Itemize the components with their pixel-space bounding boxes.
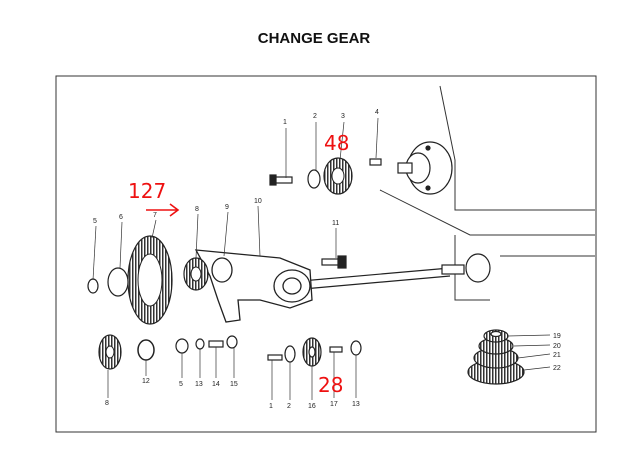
- gear-part-8: [183, 257, 209, 291]
- top-gear-3: [323, 157, 353, 195]
- part-label-7: 7: [153, 212, 157, 219]
- main-shaft: [289, 253, 491, 291]
- stacked-gear-cluster: [467, 329, 525, 385]
- part-label-5-bottom: 5: [179, 381, 183, 388]
- part-label-10: 10: [254, 198, 262, 205]
- part-label-11: 11: [332, 220, 339, 227]
- ring-part-12: [137, 339, 155, 361]
- part-label-20: 20: [553, 343, 561, 350]
- part-label-6: 6: [119, 214, 123, 221]
- part-label-5-top: 5: [93, 218, 97, 225]
- handwritten-annotations: 48 127 28: [128, 131, 349, 397]
- housing-outline: [379, 85, 595, 301]
- leader-lines: [92, 117, 551, 400]
- part-label-1-top: 1: [283, 119, 287, 126]
- washer-part-6: [107, 267, 129, 297]
- part-label-2-bottom: 2: [287, 403, 291, 410]
- part-label-9: 9: [225, 204, 229, 211]
- part-label-17: 17: [330, 401, 338, 408]
- part-label-19: 19: [553, 333, 561, 340]
- lower-gear-8: [98, 334, 122, 370]
- banjo-bracket: [194, 249, 313, 323]
- arrow-icon: [146, 203, 180, 217]
- lower-gear-row: [267, 337, 362, 367]
- key-part-4: [369, 158, 382, 166]
- part-label-4: 4: [375, 109, 379, 116]
- washer-part-2-top: [307, 169, 321, 189]
- part-label-21: 21: [553, 352, 561, 359]
- part-label-12: 12: [142, 378, 150, 385]
- note-gear-48: 48: [324, 131, 349, 155]
- part-label-22: 22: [553, 365, 561, 372]
- part-label-1-bottom: 1: [269, 403, 273, 410]
- diagram-frame: [55, 75, 597, 433]
- part-label-13-left: 13: [195, 381, 203, 388]
- part-labels: 1 2 3 4 5 6 7 8 9 10 11 8 12 5 13 14 15 …: [93, 109, 561, 410]
- part-label-14: 14: [212, 381, 220, 388]
- nut-part-5-top: [87, 278, 99, 294]
- part-label-16: 16: [308, 403, 316, 410]
- spindle-nose: [397, 141, 453, 195]
- large-gear-7: [127, 235, 173, 325]
- part-label-13-right: 13: [352, 401, 360, 408]
- part-label-8-top: 8: [195, 206, 199, 213]
- part-label-8-bottom: 8: [105, 400, 109, 407]
- note-gear-28: 28: [318, 373, 343, 397]
- page-title: CHANGE GEAR: [257, 30, 371, 47]
- bolt-part-1-top: [269, 174, 293, 186]
- part-label-15: 15: [230, 381, 238, 388]
- note-gear-127: 127: [128, 179, 166, 203]
- part-label-2-top: 2: [313, 113, 317, 120]
- lower-hardware-row: [175, 335, 238, 354]
- bolt-part-11: [321, 255, 347, 269]
- part-label-3: 3: [341, 113, 345, 120]
